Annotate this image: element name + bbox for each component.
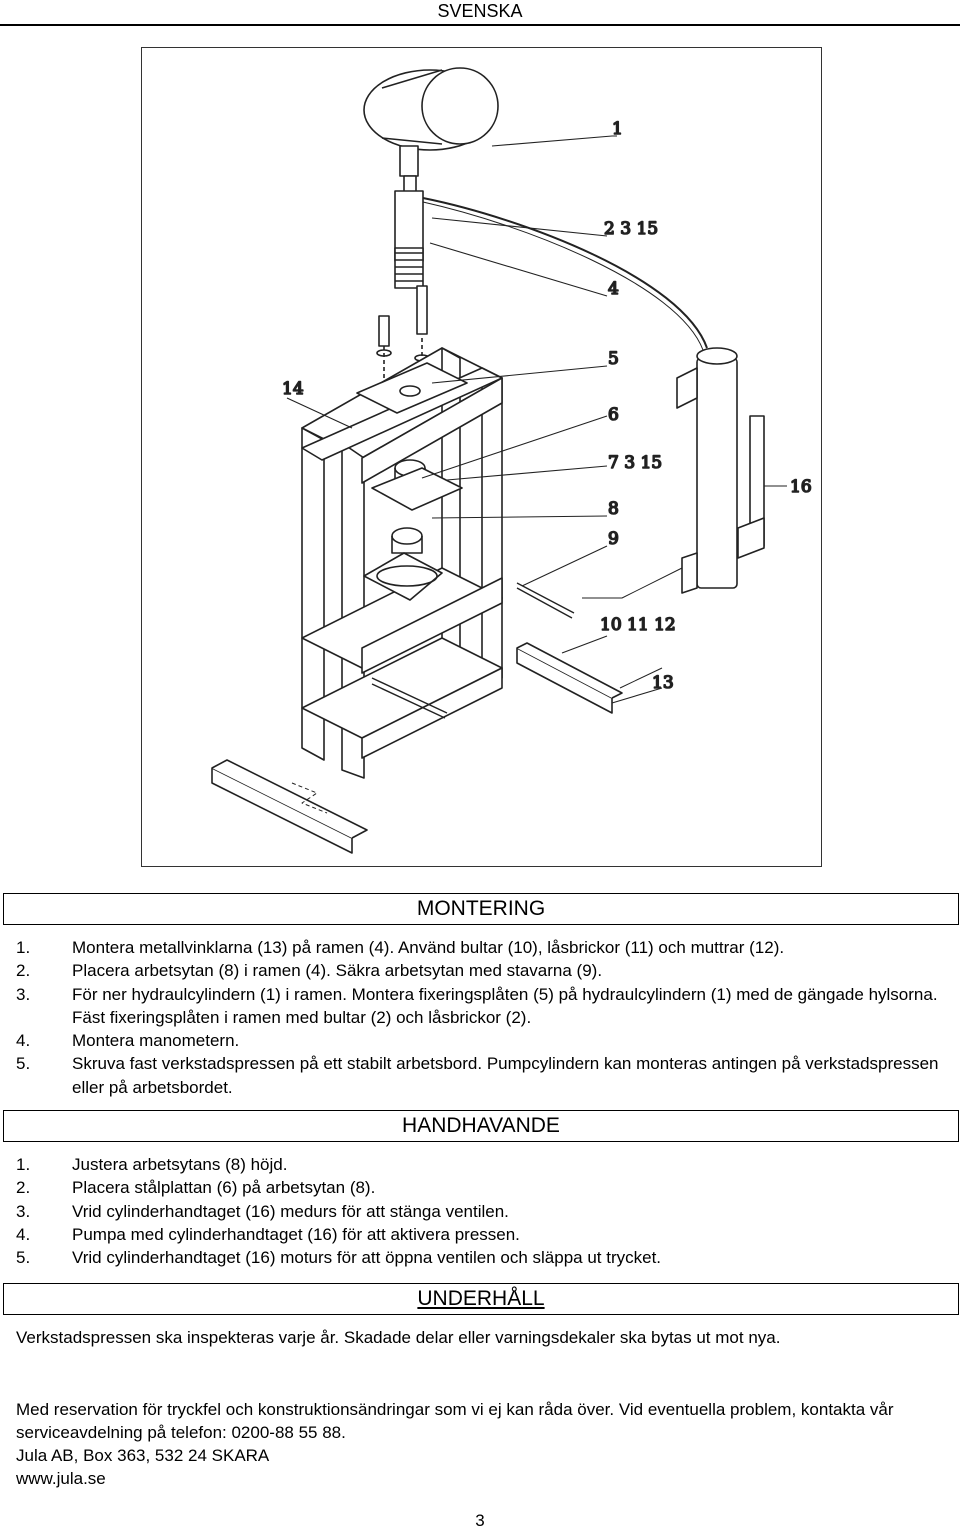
underhall-title: UNDERHÅLL xyxy=(417,1287,545,1310)
callout-13: 13 xyxy=(652,673,674,693)
callout-2-3-15: 2 3 15 xyxy=(604,219,658,239)
handhavande-title: HANDHAVANDE xyxy=(402,1114,560,1137)
callout-4: 4 xyxy=(608,279,619,299)
callout-5: 5 xyxy=(608,349,619,369)
underhall-heading: UNDERHÅLL xyxy=(3,1283,959,1315)
company-website-link[interactable]: www.jula.se xyxy=(16,1469,106,1488)
list-item: 1.Justera arbetsytans (8) höjd. xyxy=(16,1155,288,1174)
pressure-gauge-drawing xyxy=(363,67,499,193)
callout-7-3-15: 7 3 15 xyxy=(608,453,662,473)
list-item: 4.Montera manometern. xyxy=(16,1031,240,1051)
list-item: 4.Pumpa med cylinderhandtaget (16) för a… xyxy=(16,1224,520,1244)
document-language-header: SVENSKA xyxy=(437,1,523,21)
list-item: 5.Skruva fast verkstadspressen på ett st… xyxy=(16,1054,939,1097)
callout-1: 1 xyxy=(612,119,623,139)
callout-9: 9 xyxy=(608,529,619,549)
montering-heading: MONTERING xyxy=(3,893,959,925)
pump-cylinder-drawing xyxy=(582,347,765,599)
angle-bracket-right-drawing xyxy=(516,642,663,714)
callout-6: 6 xyxy=(608,405,619,425)
callout-leaders xyxy=(286,135,787,704)
list-item: 1.Montera metallvinklarna (13) på ramen … xyxy=(16,938,785,957)
press-frame-drawing xyxy=(301,347,503,779)
underhall-text: Verkstadspressen ska inspekteras varje å… xyxy=(16,1328,781,1347)
callout-14: 14 xyxy=(282,379,304,399)
list-item: 5.Vrid cylinderhandtaget (16) moturs för… xyxy=(16,1248,662,1268)
list-item: 3.För ner hydraulcylindern (1) i ramen. … xyxy=(16,984,938,1027)
header-divider xyxy=(0,24,960,26)
montering-steps: 1.Montera metallvinklarna (13) på ramen … xyxy=(0,936,945,1099)
company-address: Jula AB, Box 363, 532 24 SKARA xyxy=(16,1446,270,1465)
exploded-assembly-diagram: 1 2 3 15 4 5 6 7 3 15 8 9 10 11 12 13 14… xyxy=(141,47,822,867)
callout-16: 16 xyxy=(790,477,812,497)
work-table-drawing xyxy=(363,459,463,601)
hydraulic-cylinder-drawing xyxy=(394,190,424,289)
list-item: 2.Placera stålplattan (6) på arbetsytan … xyxy=(16,1178,376,1198)
list-item: 2.Placera arbetsytan (8) i ramen (4). Sä… xyxy=(16,961,603,981)
handhavande-heading: HANDHAVANDE xyxy=(3,1110,959,1142)
callout-8: 8 xyxy=(608,499,619,519)
page-number: 3 xyxy=(475,1511,485,1530)
disclaimer-text: Med reservation för tryckfel och konstru… xyxy=(16,1400,894,1443)
press-drawing: 1 2 3 15 4 5 6 7 3 15 8 9 10 11 12 13 14… xyxy=(211,67,812,854)
montering-title: MONTERING xyxy=(416,897,546,920)
list-item: 3.Vrid cylinderhandtaget (16) medurs för… xyxy=(16,1201,509,1221)
callout-10-11-12: 10 11 12 xyxy=(600,615,676,635)
handhavande-steps: 1.Justera arbetsytans (8) höjd. 2.Placer… xyxy=(0,1153,945,1269)
angle-bracket-left-drawing xyxy=(211,759,368,854)
